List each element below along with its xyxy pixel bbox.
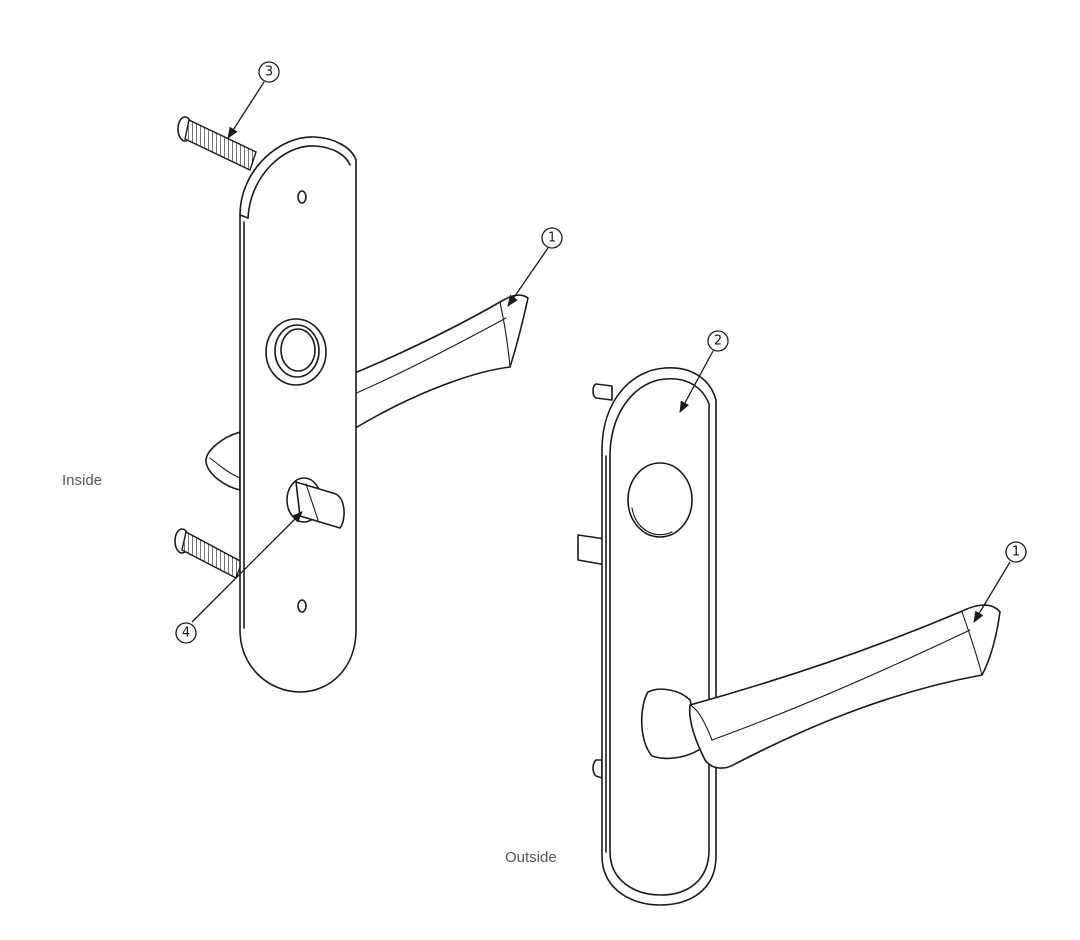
callout-4-label: 4 [182,626,190,641]
outside-lever-handle [640,604,1001,769]
inside-assembly [174,116,529,693]
outside-assembly [577,367,1001,906]
inside-label: Inside [62,472,103,489]
inside-lever-handle [349,294,529,431]
outside-label: Outside [505,849,557,866]
inside-escutcheon-plate [239,136,357,693]
outside-rose-plate [601,367,717,906]
privacy-thumbturn [286,477,345,529]
callout-1-inside: 1 [507,227,563,307]
callout-1-outside-label: 1 [1012,545,1020,560]
upper-mounting-screw [177,116,257,171]
callout-2-label: 2 [714,334,722,349]
callout-3: 3 [227,61,280,139]
callout-3-label: 3 [265,65,273,80]
lower-mounting-screw [174,528,243,579]
callout-4: 4 [175,511,303,644]
callout-1-inside-label: 1 [548,231,556,246]
callout-1-outside: 1 [973,541,1027,624]
callout-2: 2 [679,330,729,414]
inside-lever-back-stub [205,431,241,491]
